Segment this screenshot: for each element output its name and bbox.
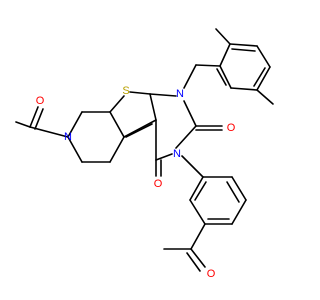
atom-n1: N (176, 88, 184, 100)
bond-acetyl-co-b (34, 108, 44, 130)
bond-acetyl-co-right (190, 248, 206, 268)
bond-aryl-6-double (194, 181, 207, 201)
bond-c7a-n1 (149, 93, 177, 97)
bond-ar-6-double (216, 68, 227, 86)
bond-ar-3 (256, 45, 271, 68)
bond-acetyl-methyl (15, 121, 31, 128)
bond-n1-ch2 (183, 64, 197, 89)
bond-aryl-2-double (226, 181, 240, 203)
bond-n1-c2 (183, 100, 197, 127)
atom-n7: N (64, 131, 72, 143)
atom-o-acetyl-right: O (207, 268, 216, 280)
bond-ar-methyl-top (215, 28, 231, 45)
atom-o2: O (227, 122, 236, 134)
bond-c2-n3 (175, 125, 197, 149)
bond-ar-1 (219, 43, 231, 67)
bond-n3-aryl (181, 155, 204, 178)
bond-acetyl-co-a (29, 106, 39, 128)
atom-s1: S (122, 85, 129, 97)
bond-n7-c8 (67, 111, 83, 138)
bond-n3-c4 (155, 153, 173, 161)
bond-aryl-5 (189, 199, 206, 225)
bond-s-c7a (129, 91, 151, 95)
bond-ar-5 (230, 87, 258, 91)
atom-n3: N (173, 148, 181, 160)
bond-ar-6 (219, 65, 232, 89)
bond-acetyl-n (29, 126, 69, 138)
bond-acetyl-co-right-double (186, 252, 201, 272)
bond-c7a-c3a (149, 93, 157, 121)
bond-ar-2 (229, 43, 258, 47)
bond-aryl-acetyl (190, 223, 206, 250)
bond-c8a-c4a (109, 111, 125, 138)
bond-ar-4-double (253, 67, 266, 87)
molecule-structure-diagram: N O S N N O O O (0, 0, 300, 300)
atom-o4: O (154, 178, 163, 190)
diagram-background (0, 0, 300, 300)
atom-labels: N O S N N O O O (36, 85, 236, 280)
bond-ar-methyl-bottom (256, 89, 274, 105)
bond-ar-2-double (231, 48, 256, 52)
bond-aryl-2 (231, 176, 247, 201)
bond-c3a-c4a-double (125, 123, 153, 138)
bond-ar-4 (256, 66, 271, 91)
bond-aryl-6 (189, 176, 204, 201)
bond-c8a-s (109, 95, 125, 113)
atom-o-acetyl-left: O (36, 95, 45, 107)
molecule-bonds (15, 28, 274, 272)
bond-c3a-c4a (123, 119, 157, 138)
bond-c4a-c5 (109, 136, 125, 163)
bond-c6-n7 (67, 136, 83, 163)
bond-ch2-ring (195, 64, 221, 67)
bond-aryl-3 (231, 199, 247, 225)
